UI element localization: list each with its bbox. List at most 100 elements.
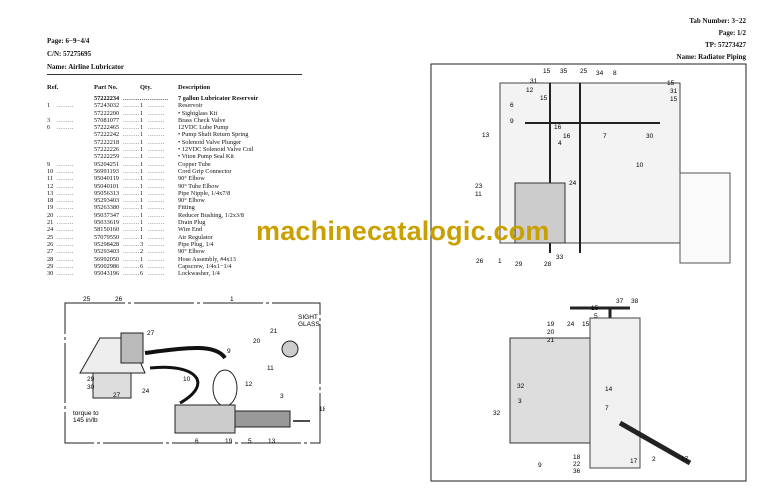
leader-dots: ........ — [57, 167, 74, 175]
ref: 20 — [47, 211, 54, 219]
leader-dots: ........ — [123, 167, 140, 175]
leader-dots: ........ — [148, 197, 165, 205]
callout-label: 12 — [526, 87, 534, 94]
callout-label: 29 — [87, 376, 95, 383]
description: Reservoir — [178, 102, 203, 110]
torque-line-2: 145 in/lb — [73, 417, 98, 424]
callout-label: 7 — [603, 133, 607, 140]
part-no: 95040119 — [94, 175, 119, 183]
qty: 1 — [140, 131, 144, 139]
callout-label: 24 — [142, 388, 150, 395]
leader-dots: ........ — [148, 146, 165, 154]
description: Hose Assembly, #4x13 — [178, 255, 236, 263]
leader-dots: ........ — [123, 219, 140, 227]
callout-label: 30 — [646, 133, 654, 140]
callout-label: 23 — [475, 183, 483, 190]
ref: 19 — [47, 204, 54, 212]
qty: 1 — [140, 233, 144, 241]
callout-label: 12 — [245, 381, 253, 388]
ref: 1 — [47, 102, 51, 110]
ref: 18 — [47, 197, 54, 205]
leader-dots: ...................... — [123, 95, 169, 102]
qty: 1 — [140, 197, 144, 205]
qty: 1 — [140, 219, 144, 227]
callout-label: 1 — [230, 296, 234, 303]
leader-dots: ........ — [148, 124, 165, 132]
qty: 1 — [140, 160, 144, 168]
part-no: 57222465 — [94, 124, 120, 132]
callout-label: 24 — [569, 180, 577, 187]
qty: 1 — [140, 182, 144, 190]
leader-dots: ........ — [57, 189, 74, 197]
callout-label: 15 — [670, 96, 678, 103]
part-no: 95298428 — [94, 240, 120, 248]
qty: 1 — [140, 226, 144, 234]
right-section-name: Name: Radiator Piping — [676, 53, 746, 61]
callout-label: 24 — [567, 321, 575, 328]
leader-dots: ........ — [123, 226, 140, 234]
part-no: 95293403 — [94, 248, 120, 256]
description: Cord Grip Connector — [178, 167, 232, 175]
leader-dots: ........ — [57, 240, 74, 248]
description: 90° Tube Elbow — [178, 182, 220, 190]
parts-table: 57222234 ...................... 7 gallon… — [47, 95, 258, 278]
leader-dots: ........ — [57, 124, 74, 132]
qty: 1 — [140, 153, 144, 161]
description: Capscrew, 1/4x1−1/4 — [178, 262, 232, 270]
ref: 12 — [47, 182, 54, 190]
part-no: 56992050 — [94, 255, 120, 263]
part-no: 95293403 — [94, 197, 120, 205]
part-no: 57222226 — [94, 146, 120, 154]
table-row: 57222218........1........• Solenoid Valv… — [47, 139, 252, 146]
qty: 1 — [140, 124, 144, 132]
description: Brass Check Valve — [178, 116, 226, 124]
callout-label: 18 — [573, 454, 581, 461]
qty: 1 — [140, 138, 144, 146]
description: Pipe Plug, 1/4 — [178, 240, 214, 248]
part-no: 95263380 — [94, 204, 120, 212]
watermark: machinecatalogic.com — [256, 216, 550, 246]
description: • Pump Shaft Return Spring — [178, 131, 249, 139]
leader-dots: ........ — [148, 204, 165, 212]
leader-dots: ........ — [148, 116, 165, 124]
table-row: 24........58150160........1........Wire … — [47, 226, 252, 233]
ref: 10 — [47, 167, 54, 175]
callout-label: 19 — [225, 438, 233, 445]
callout-label: 15 — [582, 321, 590, 328]
leader-dots: ........ — [57, 226, 74, 234]
leader-dots: ........ — [123, 262, 140, 270]
ref: 11 — [47, 175, 54, 183]
leader-dots: ........ — [148, 270, 165, 278]
callout-label: 10 — [636, 162, 644, 169]
ref: 9 — [47, 160, 51, 168]
callout-label: 19 — [547, 321, 555, 328]
callout-label: 32 — [493, 410, 501, 417]
table-row: 57222242........1........• Pump Shaft Re… — [47, 131, 252, 138]
table-row: 3........57081077........1........Brass … — [47, 117, 252, 124]
tp-number: TP: 57273427 — [704, 41, 746, 49]
callout-label: 18 — [319, 406, 325, 413]
sight-glass-line-2: GLASS — [298, 321, 320, 328]
description: 90° Elbow — [178, 197, 205, 205]
description: Copper Tube — [178, 160, 211, 168]
callout-label: 17 — [630, 458, 638, 465]
qty: 1 — [140, 189, 144, 197]
callout-label: 1 — [498, 258, 502, 265]
part-no: 95043196 — [94, 270, 120, 278]
leader-dots: ........ — [148, 160, 165, 168]
callout-label: 38 — [631, 298, 639, 305]
callout-label: 15 — [543, 68, 551, 75]
description: Drain Plug — [178, 219, 206, 227]
table-row: 13........95056313........1........Pipe … — [47, 190, 252, 197]
leader-dots: ........ — [148, 219, 165, 227]
leader-dots: ........ — [57, 102, 74, 110]
qty: 1 — [140, 146, 144, 154]
callout-label: 37 — [616, 298, 624, 305]
ref: 26 — [47, 240, 54, 248]
leader-dots: ........ — [123, 270, 140, 278]
description: Wire End — [178, 226, 203, 234]
qty: 1 — [140, 255, 144, 263]
table-row: 57222200........1........• Sightglass Ki… — [47, 110, 252, 117]
